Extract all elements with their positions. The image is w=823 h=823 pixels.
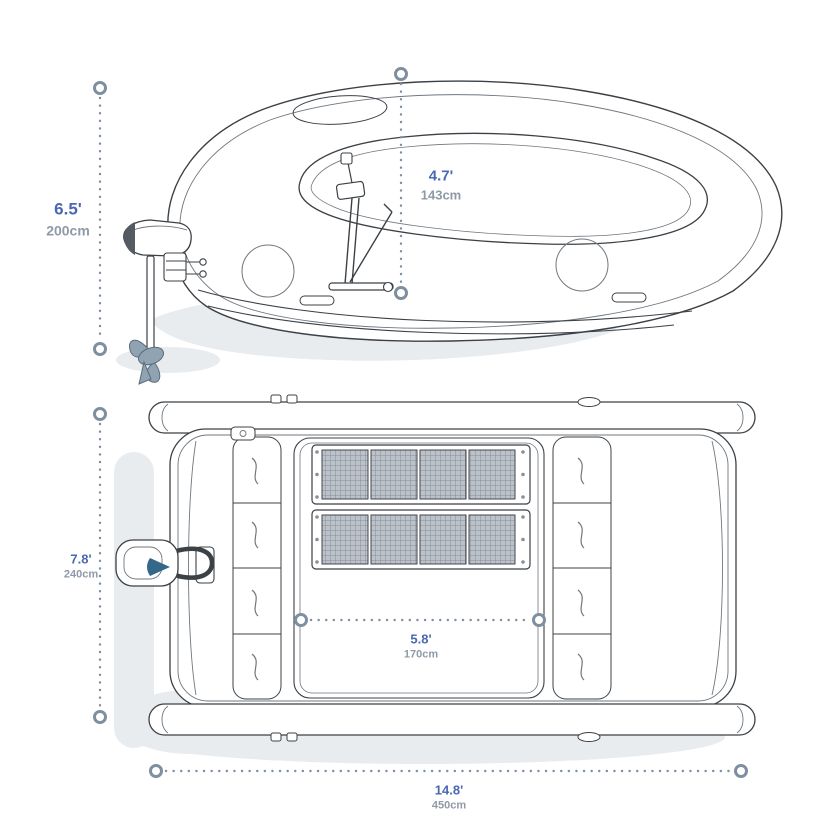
motor-nose <box>123 222 135 255</box>
seat-frame <box>328 152 394 293</box>
hull-strake-lower <box>207 305 675 335</box>
deck-handle-left <box>299 295 335 306</box>
storage-column-left <box>232 436 282 700</box>
deck-circle-right <box>555 238 609 292</box>
dimension-beam <box>93 407 107 724</box>
cleat-top-2 <box>286 394 298 404</box>
beam-label: 7.8' 240cm <box>64 552 98 581</box>
deck-height-label: 4.7' 143cm <box>421 168 461 203</box>
deck-handle-right <box>611 292 647 303</box>
deck-circle-left <box>241 244 295 298</box>
dimension-length <box>149 764 748 778</box>
motor-bracket <box>163 252 187 282</box>
dimension-deck-height <box>394 67 408 300</box>
beam-feet: 7.8' <box>70 551 92 567</box>
valve-fitting <box>230 426 256 441</box>
dimension-height-total <box>93 81 107 356</box>
trolling-motor-side <box>123 219 207 385</box>
hull-top <box>148 394 756 742</box>
deck-height-feet: 4.7' <box>428 167 454 185</box>
solar-panel-assembly-1 <box>311 444 531 505</box>
motor-accent <box>147 558 170 576</box>
center-deck <box>293 437 545 699</box>
length-feet: 14.8' <box>434 782 464 798</box>
inner-width-label: 5.8' 170cm <box>404 632 438 661</box>
motor-head <box>123 219 192 257</box>
deck-height-cm: 143cm <box>420 187 462 203</box>
height-total-label: 6.5' 200cm <box>46 200 90 239</box>
height-total-feet: 6.5' <box>54 199 82 219</box>
cleat-top-1 <box>270 394 282 404</box>
top-view <box>93 394 756 778</box>
cleat-bottom-1 <box>270 732 282 742</box>
bow-hatch <box>292 95 388 125</box>
length-label: 14.8' 450cm <box>432 783 466 812</box>
trolling-motor-top <box>115 539 215 587</box>
dimension-inner-width <box>294 613 546 627</box>
motor-bracket-arm <box>173 546 215 580</box>
pontoon-tube-bottom <box>148 703 756 736</box>
propeller <box>129 339 165 385</box>
storage-column-right <box>552 436 612 700</box>
inner-width-cm: 170cm <box>403 648 439 661</box>
handle-top <box>577 397 601 407</box>
length-cm: 450cm <box>431 799 467 812</box>
beam-cm: 240cm <box>63 568 99 581</box>
handle-bottom <box>577 732 601 742</box>
top-view-shadow-left <box>114 452 154 748</box>
cleat-bottom-2 <box>286 732 298 742</box>
solar-panel-assembly-2 <box>311 509 531 570</box>
side-view <box>93 67 783 385</box>
motor-shaft <box>146 255 155 351</box>
motor-head-top <box>115 539 179 587</box>
hull-side <box>167 80 783 342</box>
height-total-cm: 200cm <box>46 222 90 239</box>
inner-width-feet: 5.8' <box>410 631 432 647</box>
hull-strake-upper <box>197 289 693 323</box>
